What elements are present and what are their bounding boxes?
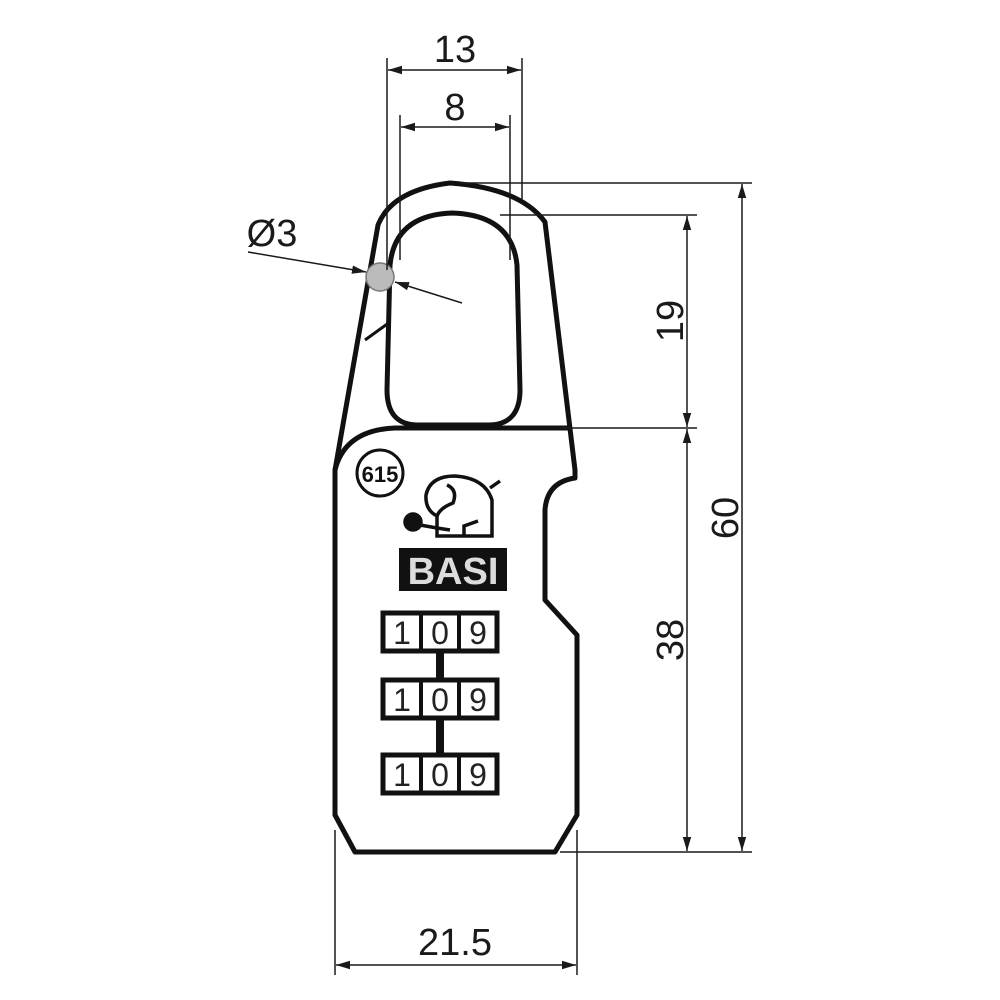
dial-digit[interactable]: 9 [469,682,487,718]
dial-digit[interactable]: 9 [469,757,487,793]
padlock-body [332,180,580,855]
dial-digit[interactable]: 0 [431,615,449,651]
shackle-opening [384,210,523,428]
dim-shackle-diameter: Ø3 [247,213,298,255]
body-top-edge [332,425,572,471]
model-badge-text: 615 [362,462,399,487]
dial-digit[interactable]: 1 [393,757,411,793]
dim-total-height: 60 [705,497,747,539]
brand-name: BASI [408,551,499,593]
dimension-lines [247,58,752,975]
shackle-section [365,262,395,292]
dial-digit[interactable]: 1 [393,682,411,718]
dim-body-height: 38 [650,619,692,661]
dim-shackle-outer-width: 13 [434,29,476,71]
combination-dial-row[interactable] [380,610,500,654]
shackle-separation [364,320,391,342]
dim-body-width: 21.5 [418,922,492,964]
brand-plate [399,548,507,591]
dial-digit[interactable]: 1 [393,615,411,651]
dim-shackle-clearance: 19 [650,300,692,342]
combination-dial-row[interactable] [380,752,500,796]
elephant-logo-icon [403,474,502,538]
model-badge [355,448,405,498]
dial-digit[interactable]: 0 [431,757,449,793]
dim-shackle-inner-width: 8 [444,87,465,129]
combination-dial-row[interactable] [380,677,500,721]
dial-digit[interactable]: 0 [431,682,449,718]
dial-digit[interactable]: 9 [469,615,487,651]
